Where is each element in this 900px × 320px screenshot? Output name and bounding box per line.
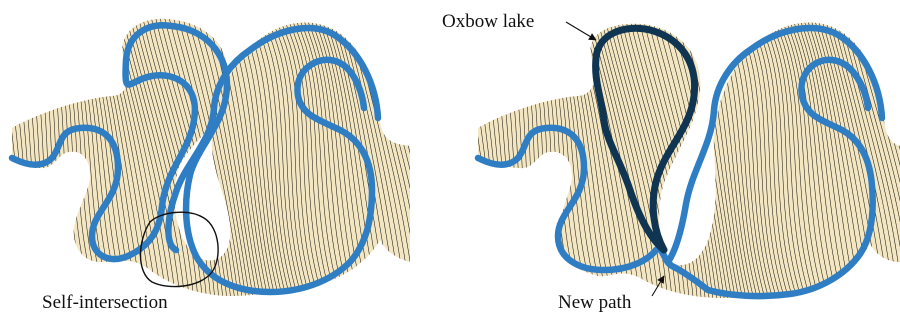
strata-line — [0, 0, 11, 320]
new-path-label: New path — [558, 292, 632, 313]
strata-line — [403, 0, 473, 320]
strata-line — [0, 0, 3, 320]
left-panel: Self-intersection — [0, 0, 477, 320]
strata-line — [407, 0, 477, 320]
strata-line — [0, 0, 7, 320]
strata-line — [407, 0, 477, 320]
oxbow-lake-arrow — [566, 22, 596, 40]
self-intersection-label: Self-intersection — [42, 292, 168, 313]
right-panel: Oxbow lake New path — [390, 0, 900, 320]
left-meander-fill — [12, 19, 410, 296]
strata-line — [403, 0, 473, 320]
strata-line — [411, 0, 481, 320]
oxbow-lake-label: Oxbow lake — [442, 11, 534, 32]
strata-line — [415, 0, 485, 320]
